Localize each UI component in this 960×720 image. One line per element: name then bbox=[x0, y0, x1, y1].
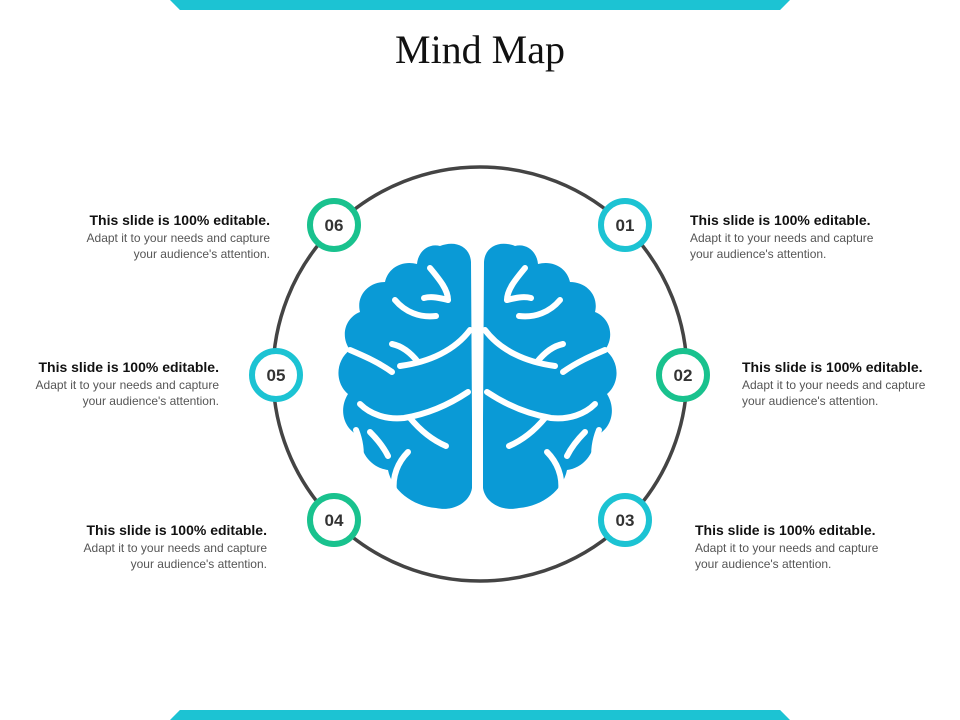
text-block-03: This slide is 100% editable. Adapt it to… bbox=[695, 522, 935, 572]
node-label-03: 03 bbox=[616, 511, 635, 530]
node-label-01: 01 bbox=[616, 216, 635, 235]
text-block-02: This slide is 100% editable. Adapt it to… bbox=[742, 359, 960, 409]
body-06-line1: Adapt it to your needs and capture bbox=[86, 231, 270, 245]
node-circle-01 bbox=[598, 198, 652, 252]
heading-01: This slide is 100% editable. bbox=[690, 212, 871, 228]
node-04: 04 bbox=[307, 493, 361, 547]
slide-title: Mind Map bbox=[395, 27, 565, 72]
node-label-05: 05 bbox=[267, 366, 286, 385]
node-label-04: 04 bbox=[325, 511, 344, 530]
node-circle-03 bbox=[598, 493, 652, 547]
node-circle-04 bbox=[307, 493, 361, 547]
heading-05: This slide is 100% editable. bbox=[38, 359, 219, 375]
node-03: 03 bbox=[598, 493, 652, 547]
node-circle-05 bbox=[249, 348, 303, 402]
top-accent-bar bbox=[170, 0, 790, 10]
node-label-02: 02 bbox=[674, 366, 693, 385]
node-02: 02 bbox=[656, 348, 710, 402]
body-05-line2: your audience's attention. bbox=[82, 394, 219, 408]
node-label-06: 06 bbox=[325, 216, 344, 235]
bottom-accent-bar bbox=[170, 710, 790, 720]
body-01-line1: Adapt it to your needs and capture bbox=[690, 231, 874, 245]
body-02-line2: your audience's attention. bbox=[742, 394, 879, 408]
node-circle-02 bbox=[656, 348, 710, 402]
text-block-05: This slide is 100% editable. Adapt it to… bbox=[0, 359, 219, 409]
node-05: 05 bbox=[249, 348, 303, 402]
node-circle-06 bbox=[307, 198, 361, 252]
text-block-01: This slide is 100% editable. Adapt it to… bbox=[690, 212, 930, 262]
node-06: 06 bbox=[307, 198, 361, 252]
heading-06: This slide is 100% editable. bbox=[89, 212, 270, 228]
node-01: 01 bbox=[598, 198, 652, 252]
heading-04: This slide is 100% editable. bbox=[86, 522, 267, 538]
body-06-line2: your audience's attention. bbox=[133, 247, 270, 261]
body-05-line1: Adapt it to your needs and capture bbox=[35, 378, 219, 392]
body-04-line1: Adapt it to your needs and capture bbox=[83, 541, 267, 555]
body-03-line2: your audience's attention. bbox=[695, 557, 832, 571]
text-block-06: This slide is 100% editable. Adapt it to… bbox=[30, 212, 270, 262]
body-03-line1: Adapt it to your needs and capture bbox=[695, 541, 879, 555]
heading-02: This slide is 100% editable. bbox=[742, 359, 923, 375]
heading-03: This slide is 100% editable. bbox=[695, 522, 876, 538]
body-02-line1: Adapt it to your needs and capture bbox=[742, 378, 926, 392]
body-04-line2: your audience's attention. bbox=[130, 557, 267, 571]
text-block-04: This slide is 100% editable. Adapt it to… bbox=[27, 522, 267, 572]
brain-icon bbox=[338, 243, 617, 509]
body-01-line2: your audience's attention. bbox=[690, 247, 827, 261]
